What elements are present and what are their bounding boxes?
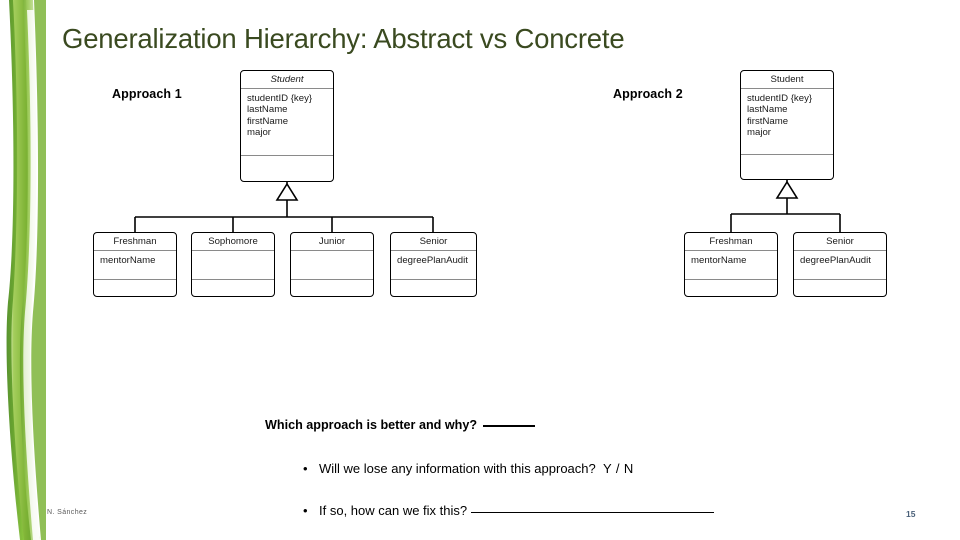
attribute-row: major xyxy=(747,127,771,139)
yes-no-choice[interactable]: Y / N xyxy=(602,461,634,476)
class-attributes: degreePlanAudit xyxy=(391,251,476,280)
class-attributes xyxy=(192,251,274,280)
a2-generalization-triangle xyxy=(775,180,799,199)
bullet-question-text: If so, how can we fix this? xyxy=(319,503,468,518)
attribute-row: major xyxy=(247,127,271,139)
attribute-row: mentorName xyxy=(100,255,156,266)
class-attributes: studentID {key} lastName firstName major xyxy=(241,89,333,156)
slide-page-number: 15 xyxy=(906,509,916,519)
blade-edge xyxy=(6,0,25,540)
attribute-row: studentID {key} xyxy=(247,93,313,104)
class-name: Senior xyxy=(391,233,476,251)
class-name: Junior xyxy=(291,233,373,251)
class-operations xyxy=(391,280,476,284)
approach-2-label: Approach 2 xyxy=(613,87,683,101)
uml-class-junior-approach1[interactable]: Junior xyxy=(290,232,374,297)
class-name: Student xyxy=(241,71,333,89)
class-operations xyxy=(192,280,274,284)
class-name: Freshman xyxy=(685,233,777,251)
class-name: Sophomore xyxy=(192,233,274,251)
class-name: Freshman xyxy=(94,233,176,251)
attribute-row: firstName xyxy=(747,115,789,127)
footer-author: N. Sánchez xyxy=(47,509,88,516)
class-attributes: studentID {key} lastName firstName major xyxy=(741,89,833,155)
answer-blank[interactable] xyxy=(483,425,536,427)
uml-class-student-approach2[interactable]: Student studentID {key} lastName firstNa… xyxy=(740,70,834,180)
a1-generalization-triangle xyxy=(275,182,299,201)
uml-class-senior-approach2[interactable]: Senior degreePlanAudit xyxy=(793,232,887,297)
blade-main xyxy=(7,0,40,540)
bullet-question-text: Will we lose any information with this a… xyxy=(319,461,596,476)
class-name: Senior xyxy=(794,233,886,251)
bullet-item-2: • If so, how can we fix this? xyxy=(303,503,715,519)
class-name: Student xyxy=(741,71,833,89)
page-title: Generalization Hierarchy: Abstract vs Co… xyxy=(62,23,625,54)
class-operations xyxy=(685,280,777,284)
class-attributes: mentorName xyxy=(685,251,777,280)
class-operations xyxy=(741,155,833,159)
main-question-text: Which approach is better and why? xyxy=(265,418,478,432)
bullet-marker-icon: • xyxy=(303,503,308,518)
blade-highlight xyxy=(23,10,40,540)
approach-1-label: Approach 1 xyxy=(112,87,182,101)
answer-blank-long[interactable] xyxy=(471,512,715,513)
uml-class-senior-approach1[interactable]: Senior degreePlanAudit xyxy=(390,232,477,297)
attribute-row: degreePlanAudit xyxy=(397,255,468,266)
uml-class-sophomore-approach1[interactable]: Sophomore xyxy=(191,232,275,297)
bullet-item-1: • Will we lose any information with this… xyxy=(303,461,634,477)
class-attributes: degreePlanAudit xyxy=(794,251,886,280)
bullet-text: If so, how can we fix this? xyxy=(319,503,715,518)
class-operations xyxy=(94,280,176,284)
class-attributes: mentorName xyxy=(94,251,176,280)
uml-class-student-approach1[interactable]: Student studentID {key} lastName firstNa… xyxy=(240,70,334,182)
attribute-row: degreePlanAudit xyxy=(800,255,871,266)
blade-right-stripe xyxy=(31,0,46,540)
class-attributes xyxy=(291,251,373,280)
uml-class-freshman-approach2[interactable]: Freshman mentorName xyxy=(684,232,778,297)
attribute-row: firstName xyxy=(247,115,289,127)
attribute-row: mentorName xyxy=(691,255,747,266)
green-blade-decoration xyxy=(0,0,46,540)
blade-secondary xyxy=(19,0,40,540)
uml-class-freshman-approach1[interactable]: Freshman mentorName xyxy=(93,232,177,297)
class-operations xyxy=(794,280,886,284)
class-operations xyxy=(291,280,373,284)
attribute-row: studentID {key} xyxy=(747,93,813,104)
bullet-text: Will we lose any information with this a… xyxy=(319,461,634,476)
class-operations xyxy=(241,156,333,160)
attribute-row: lastName xyxy=(247,104,288,116)
green-blade-svg xyxy=(6,0,46,540)
main-question: Which approach is better and why? xyxy=(265,418,536,432)
bullet-marker-icon: • xyxy=(303,461,308,476)
attribute-row: lastName xyxy=(747,104,788,116)
